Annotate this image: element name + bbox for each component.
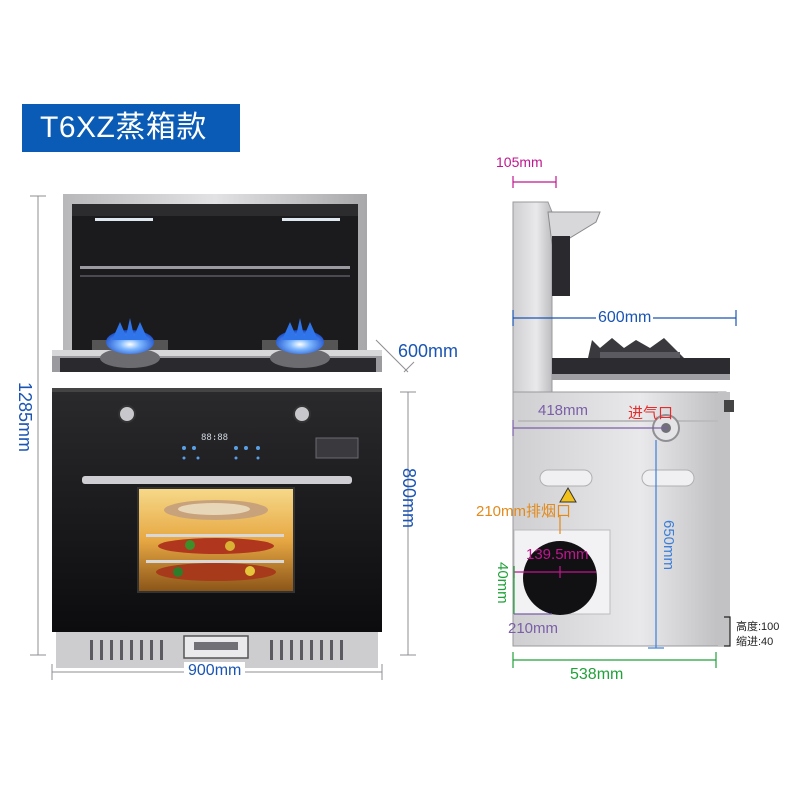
- water-tank[interactable]: [315, 437, 359, 459]
- side-view: [512, 176, 737, 668]
- recess-note: 缩进:40: [736, 636, 774, 648]
- side-538-label: 538mm: [570, 666, 624, 683]
- side-210-label: 210mm: [508, 620, 559, 637]
- hood-panel: [63, 194, 367, 354]
- side-650-label: 650mm: [660, 520, 677, 571]
- side-40-label: 40mm: [494, 562, 511, 604]
- side-418-label: 418mm: [538, 402, 589, 419]
- cabinet-body: [52, 388, 382, 668]
- side-dimension-lines: [512, 176, 737, 668]
- right-knob[interactable]: [293, 405, 311, 423]
- gas-inlet-label: 进气口: [628, 405, 674, 422]
- side-depth-label: 600mm: [596, 309, 654, 327]
- title-text: T6XZ蒸箱款: [40, 111, 207, 144]
- height-note: 高度:100: [736, 621, 780, 633]
- control-panel[interactable]: [182, 446, 260, 460]
- left-burner: [92, 318, 168, 368]
- left-knob[interactable]: [118, 405, 136, 423]
- front-width-label: 900mm: [184, 662, 246, 680]
- exhaust-label: 210mm排烟口: [476, 503, 572, 520]
- side-139-label: 139.5mm: [526, 546, 589, 563]
- oven-display: 88:88: [201, 433, 229, 443]
- right-burner: [262, 318, 338, 368]
- front-height-label: 1285mm: [15, 382, 35, 453]
- door-handle[interactable]: [82, 476, 352, 484]
- front-view: [30, 194, 416, 680]
- front-cabinet-height-label: 800mm: [399, 468, 419, 529]
- front-depth-label: 600mm: [398, 341, 459, 361]
- side-cooktop: [552, 338, 730, 380]
- title-banner: T6XZ蒸箱款: [22, 104, 240, 152]
- side-hood: [512, 201, 601, 393]
- bottom-vent: [90, 640, 343, 660]
- side-top-width-label: 105mm: [496, 154, 543, 170]
